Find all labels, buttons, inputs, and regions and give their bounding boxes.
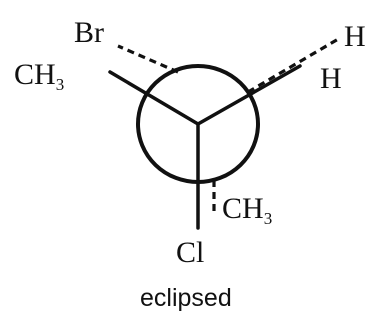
back-bond-upper-right: [247, 36, 341, 94]
front-substituent-upper-left-subscript: 3: [56, 75, 65, 94]
front-bond-upper-left: [108, 70, 200, 126]
front-substituent-upper-left-main: CH: [14, 58, 56, 91]
back-substituent-bottom-subscript: 3: [264, 209, 273, 228]
back-substituent-upper-left-label: Br: [74, 16, 104, 49]
front-substituent-upper-left-label: CH3: [14, 58, 64, 94]
conformation-caption: eclipsed: [140, 284, 232, 312]
back-substituent-bottom-main: CH: [222, 192, 264, 225]
front-bond-upper-right: [196, 64, 302, 126]
front-substituent-upper-right-label: H: [320, 62, 342, 95]
back-substituent-bottom-label: CH3: [222, 192, 272, 228]
back-bond-upper-left: [117, 44, 179, 74]
back-substituent-upper-right-label: H: [344, 20, 366, 53]
front-substituent-bottom-label: Cl: [176, 236, 204, 269]
